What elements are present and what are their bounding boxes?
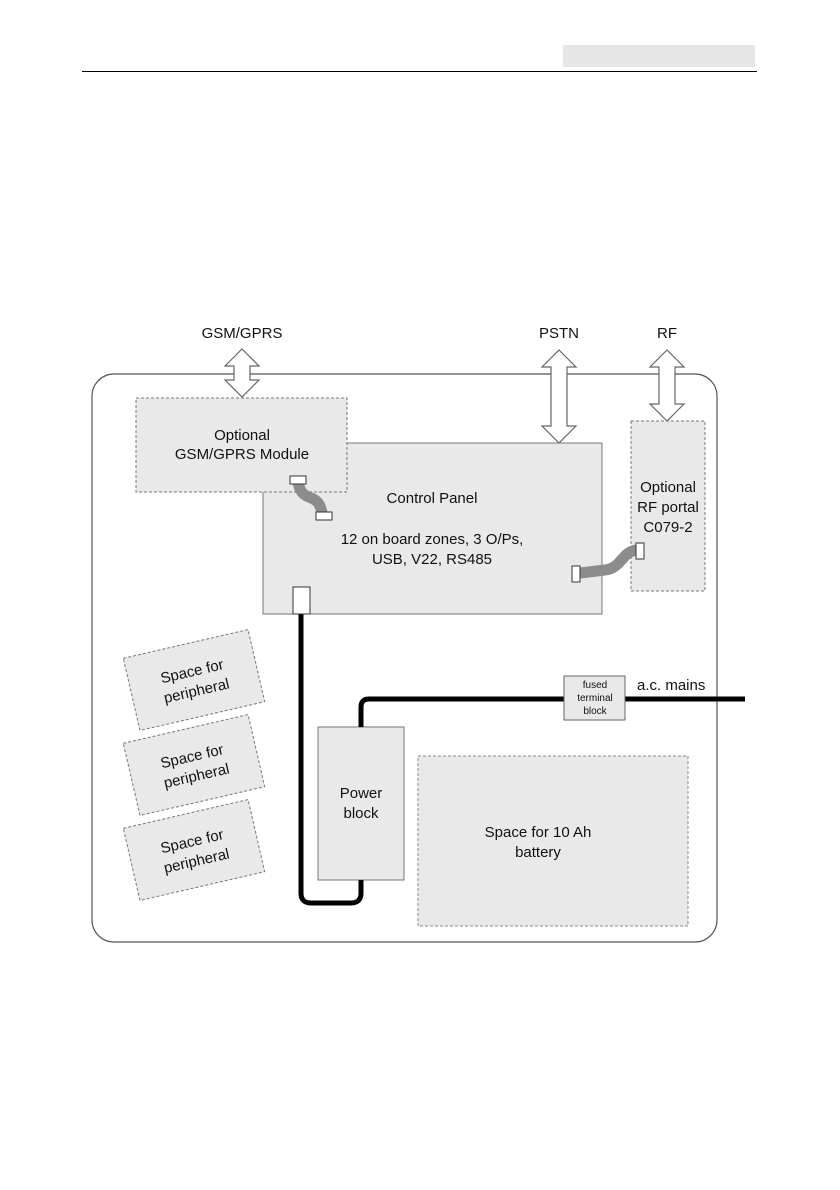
power-block-line1: Power (340, 785, 383, 802)
rf-ribbon-connector-right (636, 543, 644, 559)
peripheral-space-1: Space for peripheral (123, 630, 264, 731)
gsm-module-box (136, 398, 347, 492)
control-panel-title: Control Panel (387, 490, 478, 507)
fused-block-line3: block (583, 706, 607, 717)
gsm-gprs-label: GSM/GPRS (202, 325, 283, 342)
rf-portal-line1: Optional (640, 479, 696, 496)
gsm-ribbon-connector-top (290, 476, 306, 484)
gsm-double-arrow (225, 349, 259, 397)
control-panel-line2: USB, V22, RS485 (372, 551, 492, 568)
rf-label: RF (657, 325, 677, 342)
fused-block-line1: fused (583, 680, 607, 691)
power-block-box (318, 727, 404, 880)
rf-ribbon-connector-left (572, 566, 580, 582)
fused-block-line2: terminal (577, 693, 613, 704)
mains-cable (361, 699, 745, 727)
battery-line1: Space for 10 Ah (485, 824, 592, 841)
gsm-ribbon-connector-bottom (316, 512, 332, 520)
pstn-double-arrow (542, 350, 576, 443)
gsm-module-line2: GSM/GPRS Module (175, 446, 309, 463)
battery-line2: battery (515, 844, 561, 861)
battery-space-box (418, 756, 688, 926)
ac-mains-label: a.c. mains (637, 677, 705, 694)
control-panel-line1: 12 on board zones, 3 O/Ps, (341, 531, 524, 548)
gsm-module-line1: Optional (214, 427, 270, 444)
rf-double-arrow (650, 350, 684, 421)
rf-portal-line2: RF portal (637, 499, 699, 516)
pstn-label: PSTN (539, 325, 579, 342)
power-block-line2: block (343, 805, 379, 822)
rf-portal-line3: C079-2 (643, 519, 692, 536)
panel-power-connector (293, 587, 310, 614)
